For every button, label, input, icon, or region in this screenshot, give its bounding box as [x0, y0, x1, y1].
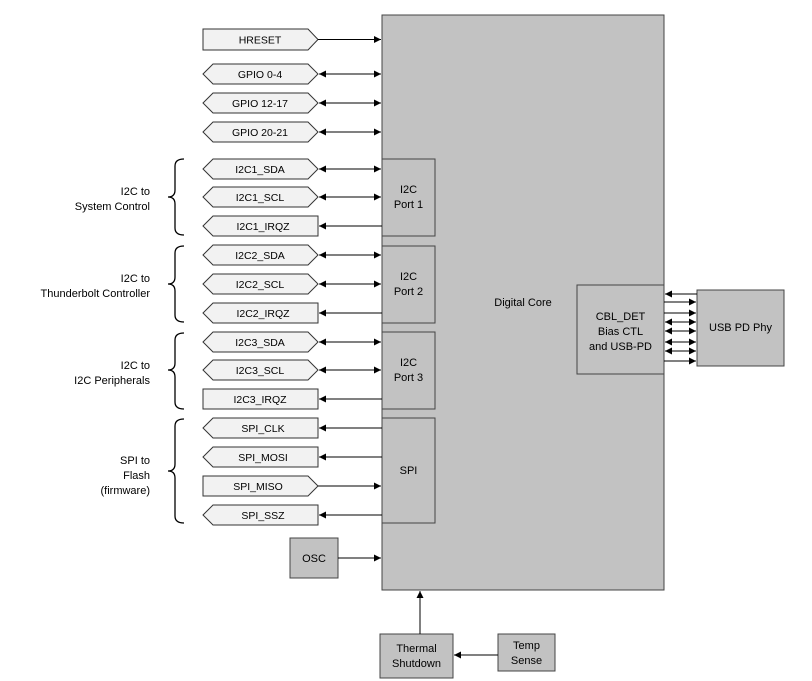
signal-i2c3-irqz-shape: [202, 388, 319, 410]
signal-i2c3-irqz-label: I2C3_IRQZ: [233, 394, 287, 406]
signal-gpio-20-21-label: GPIO 20-21: [232, 127, 288, 139]
i2c-port2-label-line1: I2C: [400, 271, 417, 283]
usb-pd-phy-block: [696, 289, 785, 367]
signal-i2c2-irqz-label: I2C2_IRQZ: [236, 308, 290, 320]
spi-block: [381, 417, 436, 524]
group-i2c1-line2: System Control: [75, 201, 150, 213]
cbl-label-line1: CBL_DET: [596, 311, 646, 323]
i2c-port2-label-line2: Port 2: [394, 286, 423, 298]
signal-i2c1-scl-shape: [202, 186, 319, 208]
brace-spi: [167, 418, 185, 524]
signal-i2c1-sda-shape: [202, 158, 319, 180]
i2c-port2-block: [381, 245, 436, 324]
signal-i2c3-scl-shape: [202, 359, 319, 381]
cbl-block: [576, 284, 665, 375]
signal-i2c2-scl-label: I2C2_SCL: [236, 279, 285, 291]
spi-block-label: SPI: [400, 465, 418, 477]
thermal-shutdown-block: [379, 633, 454, 679]
group-i2c3-line2: I2C Peripherals: [74, 375, 150, 387]
cbl-label-line2: Bias CTL: [598, 326, 643, 338]
temp-label-line2: Sense: [511, 655, 542, 667]
signal-i2c2-scl-shape: [202, 273, 319, 295]
signal-i2c1-irqz-shape: [202, 215, 319, 237]
signal-hreset-shape: [202, 28, 319, 51]
usb-pd-phy-label: USB PD Phy: [709, 322, 772, 334]
signal-i2c1-sda-label: I2C1_SDA: [235, 164, 285, 176]
signal-spi-ssz-label: SPI_SSZ: [241, 510, 285, 522]
i2c-port3-label-line2: Port 3: [394, 372, 423, 384]
signal-gpio-0-4-shape: [202, 63, 319, 85]
group-spi-line1: SPI to: [120, 455, 150, 467]
signal-i2c2-sda-label: I2C2_SDA: [235, 250, 285, 262]
digital-core-label: Digital Core: [494, 297, 551, 309]
signal-spi-miso-label: SPI_MISO: [233, 481, 283, 493]
temp-sense-block: [497, 633, 556, 672]
signal-i2c3-sda-shape: [202, 331, 319, 353]
group-i2c1-line1: I2C to: [121, 186, 150, 198]
cbl-label-line3: and USB-PD: [589, 341, 652, 353]
signal-spi-clk-shape: [202, 417, 319, 439]
i2c-port1-label-line1: I2C: [400, 184, 417, 196]
thermal-label-line2: Shutdown: [392, 658, 441, 670]
signal-spi-ssz-shape: [202, 504, 319, 526]
signal-i2c3-scl-label: I2C3_SCL: [236, 365, 285, 377]
i2c-port3-block: [381, 331, 436, 410]
osc-block: [289, 537, 339, 579]
brace-i2c2: [167, 245, 185, 323]
signal-hreset-label: HRESET: [239, 35, 282, 47]
brace-i2c1: [167, 158, 185, 236]
signal-gpio-20-21-shape: [202, 121, 319, 143]
signal-spi-mosi-shape: [202, 446, 319, 468]
signal-i2c2-irqz-shape: [202, 302, 319, 324]
osc-label: OSC: [302, 553, 326, 565]
signal-gpio-0-4-label: GPIO 0-4: [238, 69, 283, 81]
signal-spi-mosi-label: SPI_MOSI: [238, 452, 288, 464]
i2c-port3-label-line1: I2C: [400, 357, 417, 369]
temp-label-line1: Temp: [513, 640, 540, 652]
i2c-port1-label-line2: Port 1: [394, 199, 423, 211]
signal-i2c3-sda-label: I2C3_SDA: [235, 337, 285, 349]
group-i2c3-line1: I2C to: [121, 360, 150, 372]
thermal-label-line1: Thermal: [396, 643, 436, 655]
signal-i2c1-scl-label: I2C1_SCL: [236, 192, 285, 204]
signal-gpio-12-17-shape: [202, 92, 319, 114]
signal-spi-clk-label: SPI_CLK: [241, 423, 284, 435]
group-spi-line2: Flash: [123, 470, 150, 482]
signal-gpio-12-17-label: GPIO 12-17: [232, 98, 288, 110]
signal-i2c1-irqz-label: I2C1_IRQZ: [236, 221, 290, 233]
i2c-port1-block: [381, 158, 436, 237]
group-i2c2-line1: I2C to: [121, 273, 150, 285]
group-i2c2-line2: Thunderbolt Controller: [41, 288, 151, 300]
signal-spi-miso-shape: [202, 475, 319, 497]
group-spi-line3: (firmware): [101, 485, 151, 497]
brace-i2c3: [167, 332, 185, 410]
signal-i2c2-sda-shape: [202, 244, 319, 266]
